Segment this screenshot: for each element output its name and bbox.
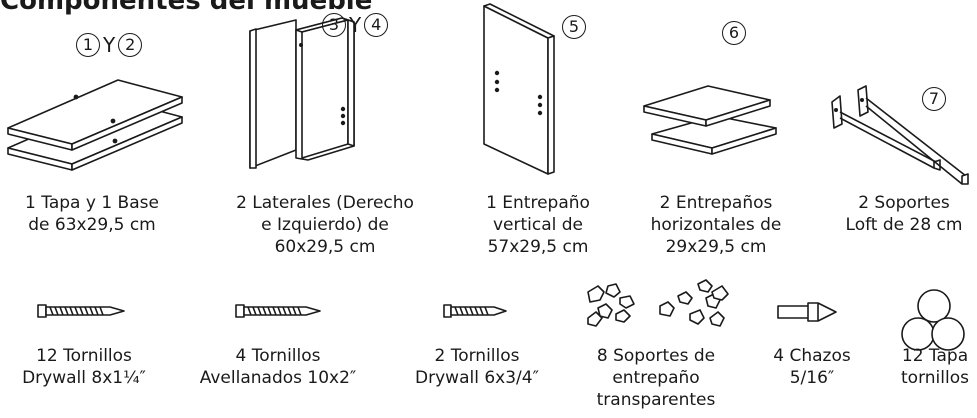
wall-anchor-icon [777, 302, 837, 322]
screw-caps-icon [901, 289, 965, 351]
countersunk-screw-10x2-icon [235, 304, 321, 318]
badge-6: 6 [722, 20, 746, 46]
clear-shelf-supports-icon [587, 279, 729, 327]
loft-supports-icon [831, 85, 969, 185]
badge-7: 7 [922, 86, 946, 112]
badge-5: 5 [562, 14, 586, 40]
vertical-panel-icon [483, 3, 555, 175]
horizontal-shelves-icon [643, 85, 777, 155]
side-panels-icon [249, 17, 355, 169]
board-top-and-base-icon [7, 79, 183, 171]
clipped-heading: Componentes del mueble [0, 0, 373, 16]
drywall-screw-6x3-4-icon [443, 304, 507, 318]
drywall-screw-8x1-icon [37, 304, 125, 318]
